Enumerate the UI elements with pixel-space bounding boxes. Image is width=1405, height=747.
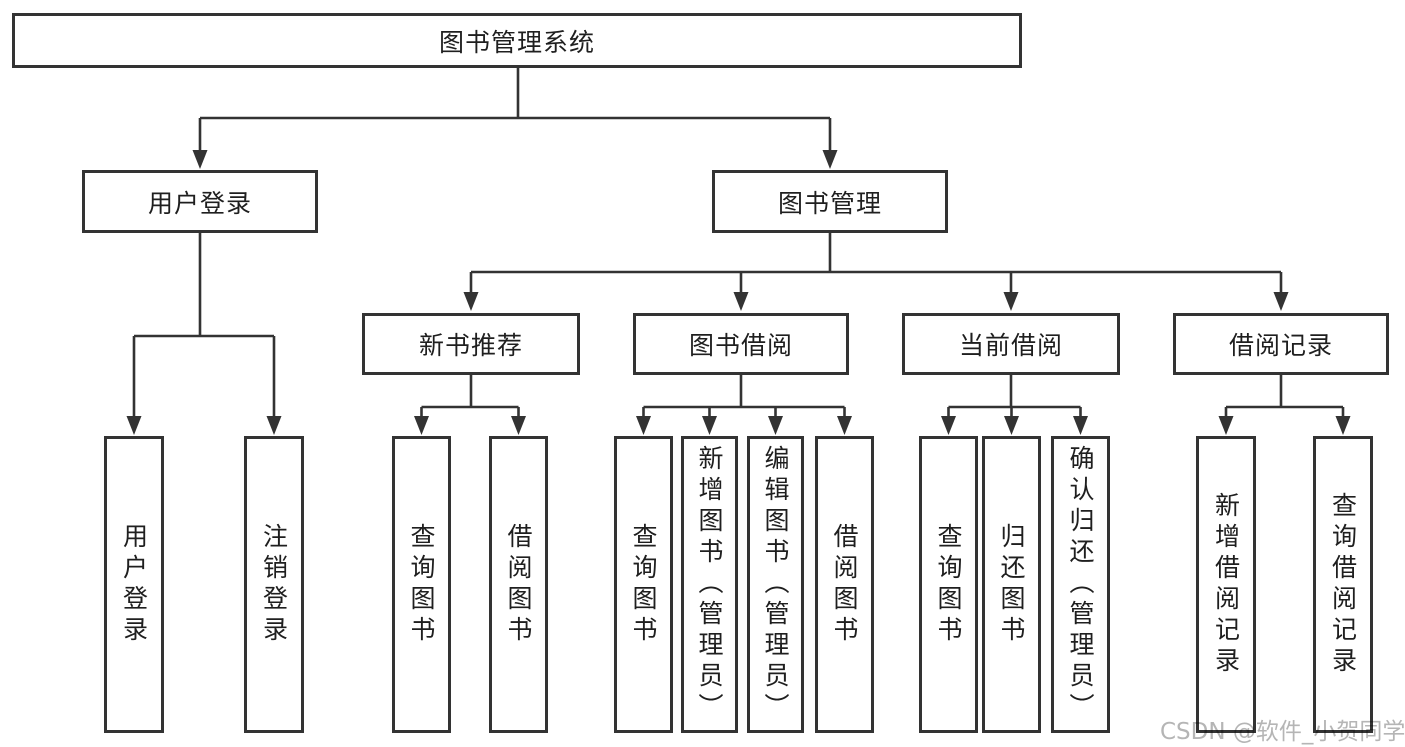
watermark: CSDN @软件_小贺同学 — [1160, 719, 1405, 745]
node-user-login: 用户登录 — [82, 170, 318, 233]
connector-records-to-leaves — [1224, 375, 1345, 420]
node-leaf-edit-book: 编辑图书（管理员） — [747, 436, 804, 733]
node-book-borrow-label: 图书借阅 — [688, 331, 793, 360]
arrowhead-icon — [126, 416, 142, 435]
node-borrow-records: 借阅记录 — [1173, 313, 1389, 375]
node-leaf-edit-book-label: 编辑图书（管理员） — [761, 445, 790, 724]
node-leaf-query-book-a: 查询图书 — [392, 436, 451, 733]
connector-currentborrow-to-leaves — [947, 375, 1082, 420]
arrowhead-icon — [1003, 292, 1019, 311]
node-leaf-query-book-b: 查询图书 — [614, 436, 673, 733]
node-new-book-recommend-label: 新书推荐 — [418, 331, 523, 360]
connector-bookborrow-to-leaves — [642, 375, 846, 420]
node-leaf-borrow-book-b-label: 借阅图书 — [830, 522, 859, 647]
node-book-management-label: 图书管理 — [777, 188, 882, 218]
node-leaf-logout: 注销登录 — [244, 436, 304, 733]
node-root-label: 图书管理系统 — [438, 27, 595, 57]
arrowhead-icon — [1004, 416, 1019, 435]
node-new-book-recommend: 新书推荐 — [362, 313, 580, 375]
connector-root-to-level2 — [198, 68, 832, 154]
node-leaf-user-login: 用户登录 — [104, 436, 164, 733]
node-leaf-return-book-label: 归还图书 — [997, 522, 1026, 647]
arrowhead-icon — [822, 150, 838, 169]
arrowhead-icon — [266, 416, 282, 435]
arrowhead-icon — [192, 150, 208, 169]
arrowhead-icon — [1218, 416, 1234, 435]
node-leaf-logout-label: 注销登录 — [259, 522, 289, 647]
node-leaf-borrow-book-a: 借阅图书 — [489, 436, 548, 733]
arrowhead-icon — [1073, 416, 1088, 435]
node-leaf-query-book-a-label: 查询图书 — [407, 522, 436, 647]
node-leaf-borrow-book-a-label: 借阅图书 — [504, 522, 533, 647]
node-leaf-add-borrow-record-label: 新增借阅记录 — [1211, 491, 1241, 678]
node-leaf-query-book-b-label: 查询图书 — [629, 522, 658, 647]
connector-bookmgmt-to-level3 — [469, 233, 1283, 296]
arrowhead-icon — [636, 416, 651, 435]
arrowhead-icon — [1273, 292, 1289, 311]
arrowhead-icon — [511, 416, 526, 435]
node-leaf-query-borrow-record-label: 查询借阅记录 — [1328, 491, 1358, 678]
arrowhead-icon — [941, 416, 956, 435]
node-leaf-add-book: 新增图书（管理员） — [681, 436, 738, 733]
node-leaf-query-book-c-label: 查询图书 — [934, 522, 963, 647]
arrowhead-icon — [768, 416, 783, 435]
arrowheads — [126, 150, 1351, 435]
node-leaf-return-book: 归还图书 — [982, 436, 1041, 733]
connector-newbook-to-leaves — [420, 375, 520, 420]
node-leaf-confirm-return-label: 确认归还（管理员） — [1066, 445, 1095, 724]
node-leaf-confirm-return: 确认归还（管理员） — [1051, 436, 1110, 733]
node-current-borrow: 当前借阅 — [902, 313, 1120, 375]
arrowhead-icon — [463, 292, 479, 311]
arrowhead-icon — [1335, 416, 1351, 435]
arrowhead-icon — [414, 416, 429, 435]
node-leaf-borrow-book-b: 借阅图书 — [815, 436, 874, 733]
node-book-management: 图书管理 — [712, 170, 948, 233]
arrowhead-icon — [702, 416, 717, 435]
node-borrow-records-label: 借阅记录 — [1228, 331, 1333, 360]
node-leaf-user-login-label: 用户登录 — [119, 522, 149, 647]
node-book-borrow: 图书借阅 — [633, 313, 849, 375]
node-leaf-query-borrow-record: 查询借阅记录 — [1313, 436, 1373, 733]
arrowhead-icon — [733, 292, 749, 311]
connector-userlogin-to-leaves — [132, 233, 276, 420]
node-leaf-add-book-label: 新增图书（管理员） — [695, 445, 724, 724]
node-root: 图书管理系统 — [12, 13, 1022, 68]
node-leaf-query-book-c: 查询图书 — [919, 436, 978, 733]
node-user-login-label: 用户登录 — [147, 188, 252, 218]
node-leaf-add-borrow-record: 新增借阅记录 — [1196, 436, 1256, 733]
arrowhead-icon — [837, 416, 852, 435]
connector-lines — [132, 68, 1345, 420]
node-current-borrow-label: 当前借阅 — [958, 331, 1063, 360]
